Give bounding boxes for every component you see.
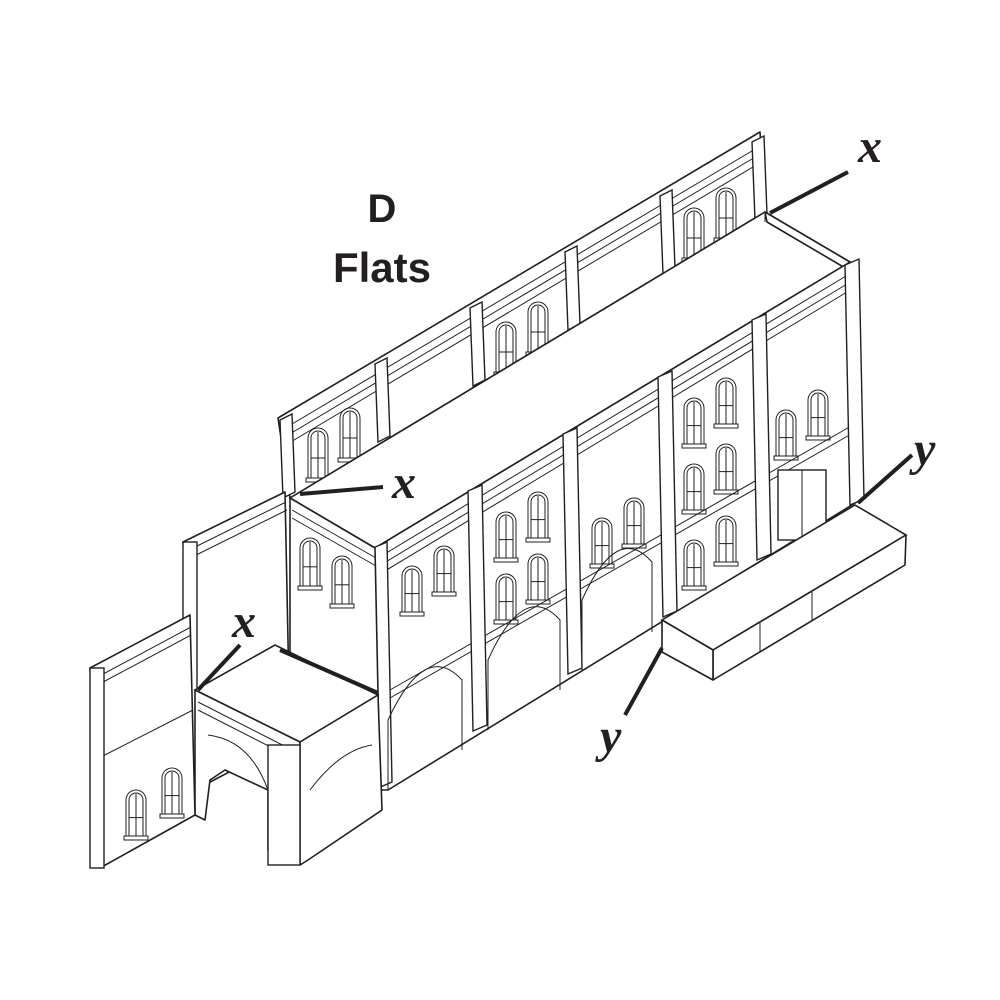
arched-window <box>525 301 551 357</box>
leader-x-middle <box>299 485 384 496</box>
arched-window <box>589 517 615 569</box>
callout-x-left: x <box>231 595 256 648</box>
pilaster <box>374 356 391 444</box>
callout-y-bottom: y <box>595 710 622 763</box>
arched-window <box>773 409 799 461</box>
callout-x-top-right: x <box>857 120 882 173</box>
arched-window <box>681 463 707 515</box>
arched-window <box>681 397 707 449</box>
arched-window <box>123 789 149 841</box>
arched-window <box>399 565 425 617</box>
arched-window <box>337 407 363 463</box>
arched-window <box>713 377 739 429</box>
arched-window <box>297 537 323 591</box>
leader-y-bottom <box>623 647 664 716</box>
arched-window <box>681 539 707 591</box>
arched-window <box>329 555 355 609</box>
pilaster <box>751 134 768 222</box>
ground-arch <box>581 548 653 670</box>
ground-arch <box>487 606 561 730</box>
arched-window <box>493 511 519 563</box>
arched-window <box>713 443 739 495</box>
leader-x-left-a <box>196 643 242 692</box>
diagram-title-letter: D <box>368 187 397 231</box>
pilaster <box>469 300 486 388</box>
loading-dock <box>660 504 908 681</box>
arched-window <box>621 497 647 549</box>
arched-window <box>713 515 739 567</box>
arched-window <box>159 767 185 819</box>
leader-y-right <box>856 453 914 505</box>
pilaster <box>467 483 488 733</box>
ground-arch <box>387 666 463 790</box>
pilaster <box>279 412 296 500</box>
arched-window <box>525 491 551 543</box>
leader-x-left-b <box>279 648 379 695</box>
pilaster <box>659 188 676 276</box>
pilaster <box>751 312 772 562</box>
leader-x-top-right <box>769 170 849 215</box>
pilaster <box>564 244 581 332</box>
diagram-title-word: Flats <box>333 244 431 291</box>
arched-window <box>525 553 551 605</box>
arched-window <box>493 573 519 625</box>
arched-window <box>431 545 457 597</box>
callout-y-right: y <box>909 423 936 476</box>
callout-x-middle: x <box>391 456 416 509</box>
arched-window <box>805 389 831 441</box>
far-left-flat-wall <box>89 614 196 869</box>
